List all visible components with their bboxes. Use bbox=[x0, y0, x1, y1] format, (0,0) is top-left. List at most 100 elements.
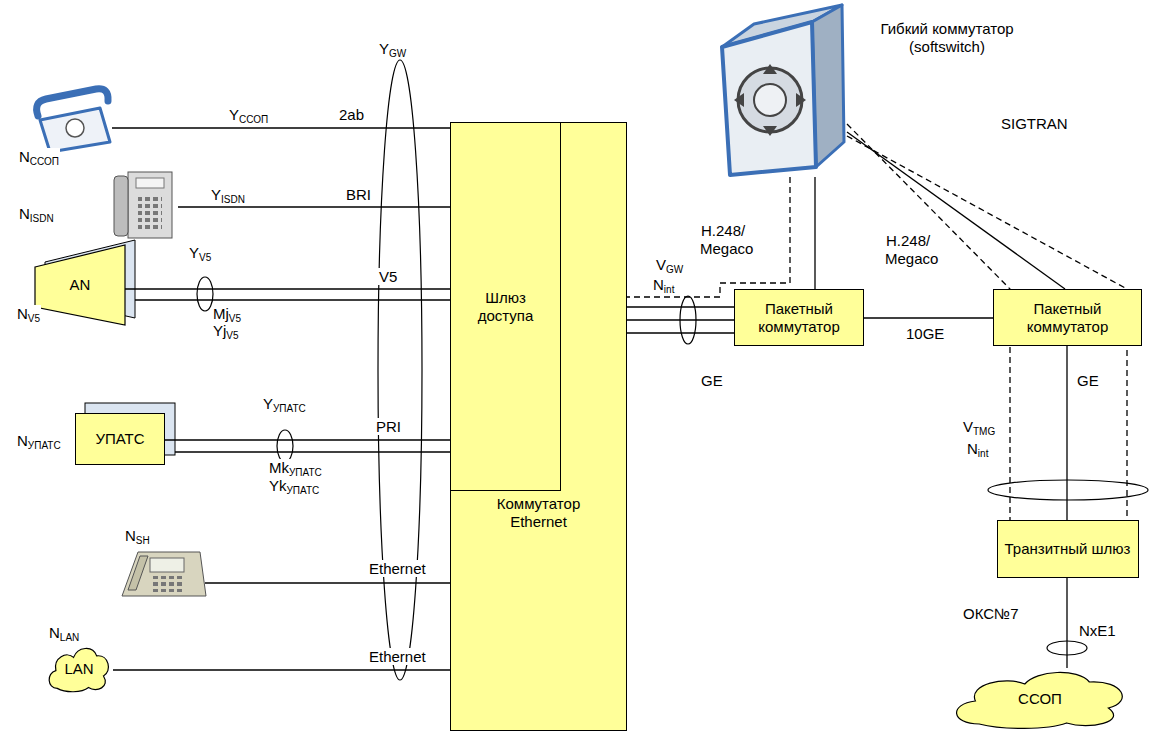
v5-line bbox=[125, 299, 450, 300]
isdn-line bbox=[178, 206, 450, 207]
subscript: УПАТС bbox=[28, 440, 61, 451]
phone-screen bbox=[136, 178, 164, 188]
cloud-outline bbox=[957, 672, 1123, 728]
softswitch-icon: Гибкий коммутатор (softswitch) bbox=[712, 2, 847, 177]
connector-label-holder: H.248/ Megaco bbox=[700, 222, 762, 258]
label-holder: ОКС№7 bbox=[962, 605, 1020, 623]
node-label: LAN bbox=[64, 660, 93, 678]
subscript: int bbox=[978, 448, 989, 459]
ge-line bbox=[627, 332, 741, 333]
node-label: Транзитный шлюз bbox=[1005, 540, 1131, 558]
parameter-label: YGW bbox=[378, 40, 407, 57]
parameter-label: YУПАТС bbox=[262, 395, 307, 412]
phone-handset bbox=[37, 89, 108, 116]
connector-label: GE bbox=[700, 372, 724, 389]
subscript: ISDN bbox=[221, 194, 245, 205]
phone-handset bbox=[114, 176, 128, 236]
lan-cloud: LAN bbox=[45, 645, 113, 693]
label-holder: SIGTRAN bbox=[1000, 115, 1069, 133]
parameter-label: ОКС№7 bbox=[962, 605, 1020, 622]
label-holder: NLAN bbox=[48, 624, 80, 642]
subscript: V5 bbox=[226, 330, 238, 341]
parameter-label: NISDN bbox=[18, 205, 55, 222]
parameter-label: NV5 bbox=[16, 305, 41, 322]
connector-line bbox=[864, 317, 993, 318]
parameter-label: YССОП bbox=[228, 106, 269, 123]
label-holder: YISDN bbox=[210, 186, 246, 204]
signalling-link bbox=[847, 124, 1010, 520]
transit-gateway-box: Транзитный шлюз bbox=[997, 520, 1139, 578]
connector-line bbox=[165, 439, 450, 440]
switch-arrow bbox=[734, 93, 744, 107]
phone-keypad bbox=[152, 576, 184, 592]
label-holder: NISDN bbox=[18, 205, 55, 223]
subscript: V5 bbox=[28, 313, 40, 324]
label-holder: YV5 bbox=[188, 244, 212, 262]
node-label: Пакетный коммутатор bbox=[994, 300, 1141, 336]
label-holder: MkУПАТС bbox=[268, 459, 323, 477]
bundle-ellipses bbox=[197, 60, 1148, 680]
phone-keypad bbox=[138, 194, 162, 229]
connector-line bbox=[1066, 578, 1067, 668]
bundle-ellipse bbox=[988, 480, 1148, 500]
subscript: УПАТС bbox=[273, 403, 306, 414]
parameter-label: VGW bbox=[655, 256, 684, 273]
access-node-outline bbox=[35, 245, 125, 325]
phone-dial bbox=[66, 119, 84, 137]
analog-phone-icon bbox=[37, 89, 110, 152]
bundle-ellipse bbox=[197, 277, 213, 311]
label-holder: Nint bbox=[652, 276, 675, 294]
parameter-label: VTMG bbox=[962, 418, 996, 435]
label-holder: Ethernet bbox=[368, 560, 427, 578]
ethernet-switch-box: Коммутатор EthernetШлюз доступа bbox=[450, 122, 627, 731]
connector-label-holder: GE bbox=[1076, 372, 1100, 390]
subscript: TMG bbox=[973, 426, 995, 437]
bundle-ellipse bbox=[378, 60, 422, 680]
label-holder: BRI bbox=[345, 186, 372, 204]
connector-label: V5 bbox=[378, 268, 398, 285]
subscriber-line bbox=[112, 127, 450, 128]
connector-label-holder: PRI bbox=[375, 418, 402, 436]
packet-switch-box: Пакетный коммутатор bbox=[734, 289, 864, 346]
pri-line bbox=[165, 451, 450, 452]
access-node-shape: AN bbox=[35, 245, 125, 325]
label-holder: H.248/ Megaco bbox=[885, 232, 945, 268]
parameter-label: SIGTRAN bbox=[1000, 115, 1069, 132]
bundle-ellipse bbox=[277, 430, 293, 462]
label-holder: YССОП bbox=[228, 106, 269, 124]
parameter-label: BRI bbox=[345, 186, 372, 203]
switch-symbol bbox=[738, 68, 802, 132]
connector-label-holder: 10GE bbox=[905, 325, 945, 343]
connector-line bbox=[814, 177, 815, 289]
label-holder: YkУПАТС bbox=[268, 477, 320, 495]
label-holder: NSH bbox=[124, 527, 151, 545]
parameter-label: Nint bbox=[966, 440, 989, 457]
parameter-label: MjV5 bbox=[212, 305, 242, 322]
parameter-label: NxE1 bbox=[1078, 622, 1117, 639]
phone-body bbox=[40, 108, 110, 152]
label-holder: VTMG bbox=[962, 418, 996, 436]
label-holder: NУПАТС bbox=[16, 432, 62, 450]
label-holder: NxE1 bbox=[1078, 622, 1117, 640]
label-holder: YУПАТС bbox=[262, 395, 307, 413]
connector-label-holder: V5 bbox=[378, 268, 398, 286]
node-label: AN bbox=[70, 276, 91, 294]
parameter-label: NLAN bbox=[48, 624, 80, 641]
connector-label: Ethernet bbox=[368, 648, 427, 665]
node-heading: Гибкий коммутатор (softswitch) bbox=[872, 20, 1022, 56]
subscript: ССОП bbox=[239, 114, 268, 125]
pbx-box: УПАТС bbox=[75, 413, 165, 465]
connector-label-holder: GE bbox=[700, 372, 724, 390]
connector-line bbox=[847, 132, 1065, 289]
ethernet-line bbox=[205, 582, 450, 583]
subscript: УПАТС bbox=[287, 485, 320, 496]
label-holder: Nint bbox=[966, 440, 989, 458]
softswitch-front bbox=[722, 22, 816, 175]
parameter-label: Ethernet bbox=[368, 560, 427, 577]
connector-line bbox=[125, 288, 450, 289]
parameter-label: YkУПАТС bbox=[268, 477, 320, 494]
phone-screen bbox=[150, 558, 184, 572]
parameter-label: MkУПАТС bbox=[268, 459, 323, 476]
label-holder: MjV5 bbox=[212, 305, 242, 323]
